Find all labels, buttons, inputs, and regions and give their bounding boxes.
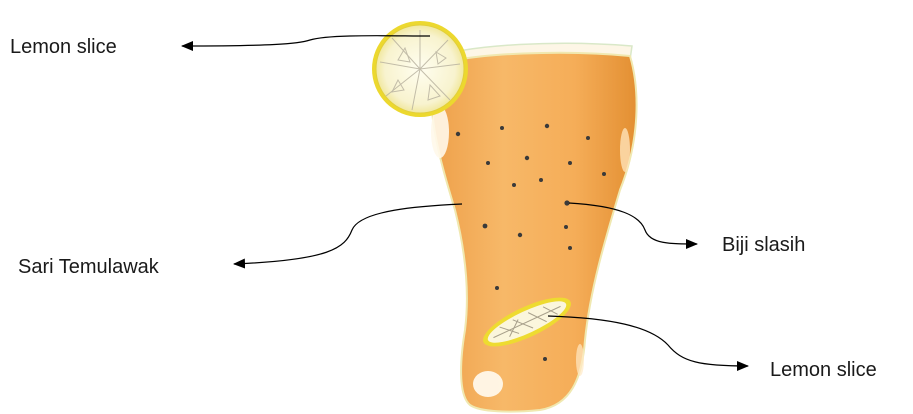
glass-highlight-bottom-right (576, 344, 584, 376)
seed (456, 132, 460, 136)
seed (495, 286, 499, 290)
glass-highlight-bottom (473, 371, 503, 397)
seed (564, 200, 569, 205)
seed (486, 161, 490, 165)
seed (602, 172, 606, 176)
drink-body (431, 53, 636, 412)
seed (545, 124, 549, 128)
glass (431, 43, 637, 411)
seed (525, 156, 529, 160)
seed (483, 224, 488, 229)
arrow-sari-temulawak (234, 204, 462, 264)
seed (564, 225, 568, 229)
glass-highlight-right (620, 128, 630, 172)
seed (518, 233, 522, 237)
seed (586, 136, 590, 140)
label-lemon-slice-bottom: Lemon slice (770, 360, 877, 380)
label-sari-temulawak: Sari Temulawak (18, 257, 159, 277)
label-lemon-slice-top: Lemon slice (10, 37, 117, 57)
seed (568, 246, 572, 250)
seed (568, 161, 572, 165)
seed (500, 126, 504, 130)
seed (512, 183, 516, 187)
seed (543, 357, 547, 361)
seed (539, 178, 543, 182)
label-biji-slasih: Biji slasih (722, 235, 805, 255)
